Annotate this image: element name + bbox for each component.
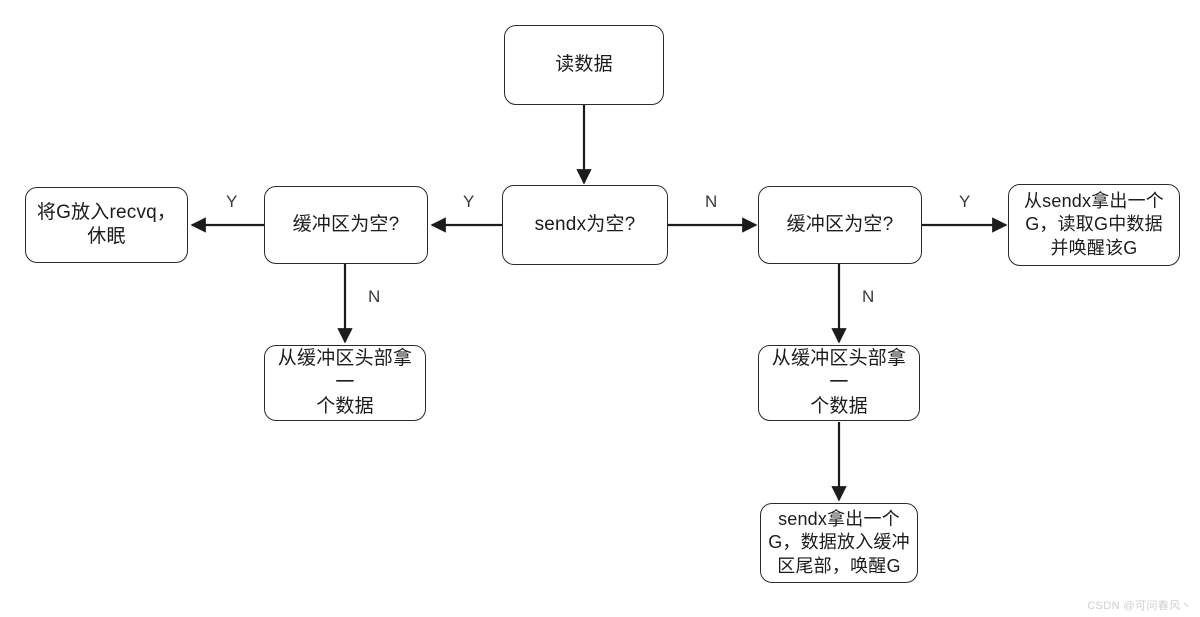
edge-label-buffer-empty-left-to-put-recvq: Y [226,192,238,211]
node-sendx-to-buffer-label: sendx拿出一个 G，数据放入缓冲 区尾部，唤醒G [768,509,910,576]
node-put-recvq-label: 将G放入recvq， 休眠 [36,201,177,247]
node-take-head-left[interactable]: 从缓冲区头部拿一 个数据 [264,345,426,421]
node-take-head-right[interactable]: 从缓冲区头部拿一 个数据 [758,345,920,421]
node-take-sendx-g-label: 从sendx拿出一个 G，读取G中数据 并唤醒该G [1023,191,1165,258]
node-buffer-empty-left-label: 缓冲区为空? [292,213,400,235]
node-buffer-empty-right-label: 缓冲区为空? [786,213,894,235]
node-take-sendx-g[interactable]: 从sendx拿出一个 G，读取G中数据 并唤醒该G [1008,184,1180,266]
node-sendx-empty-label: sendx为空? [534,213,636,235]
node-sendx-empty[interactable]: sendx为空? [502,185,668,265]
edge-label-sendx-to-buffer-empty-left: Y [463,192,475,211]
watermark: CSDN @可问春风丶 [1087,600,1192,612]
node-read-label: 读数据 [555,53,613,75]
edge-label-buffer-empty-right-to-take-head: N [862,287,875,306]
edge-label-buffer-empty-right-to-take-sendx-g: Y [959,192,971,211]
node-put-recvq[interactable]: 将G放入recvq， 休眠 [25,187,188,263]
node-buffer-empty-left[interactable]: 缓冲区为空? [264,186,428,264]
node-read[interactable]: 读数据 [504,25,664,105]
node-take-head-left-label: 从缓冲区头部拿一 个数据 [277,347,413,418]
node-take-head-right-label: 从缓冲区头部拿一 个数据 [771,347,907,418]
edge-label-buffer-empty-left-to-take-head: N [368,287,381,306]
edge-label-sendx-to-buffer-empty-right: N [705,192,718,211]
node-buffer-empty-right[interactable]: 缓冲区为空? [758,186,922,264]
node-sendx-to-buffer[interactable]: sendx拿出一个 G，数据放入缓冲 区尾部，唤醒G [760,503,918,583]
